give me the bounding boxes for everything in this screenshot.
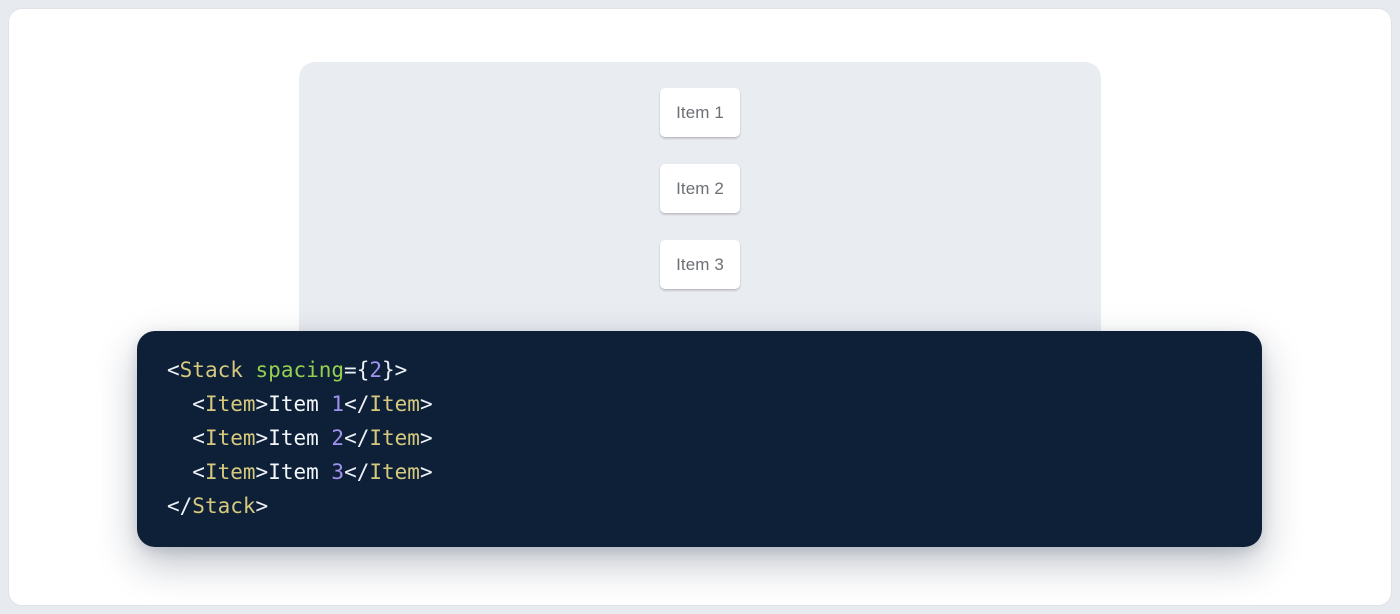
code-line: </Stack> <box>167 494 269 518</box>
code-line: <Item>Item 2</Item> <box>192 426 433 450</box>
stack-item-card: Item 3 <box>660 240 740 289</box>
code-line: <Item>Item 3</Item> <box>192 460 433 484</box>
stack-demo-panel: Item 1 Item 2 Item 3 <box>299 62 1101 348</box>
code-block: <Stack spacing={2}> <Item>Item 1</Item> … <box>137 331 1262 547</box>
code-line: <Stack spacing={2}> <box>167 358 408 382</box>
code-snippet: <Stack spacing={2}> <Item>Item 1</Item> … <box>167 353 1232 523</box>
stack-item-card: Item 1 <box>660 88 740 137</box>
code-line: <Item>Item 1</Item> <box>192 392 433 416</box>
stack-item-card: Item 2 <box>660 164 740 213</box>
